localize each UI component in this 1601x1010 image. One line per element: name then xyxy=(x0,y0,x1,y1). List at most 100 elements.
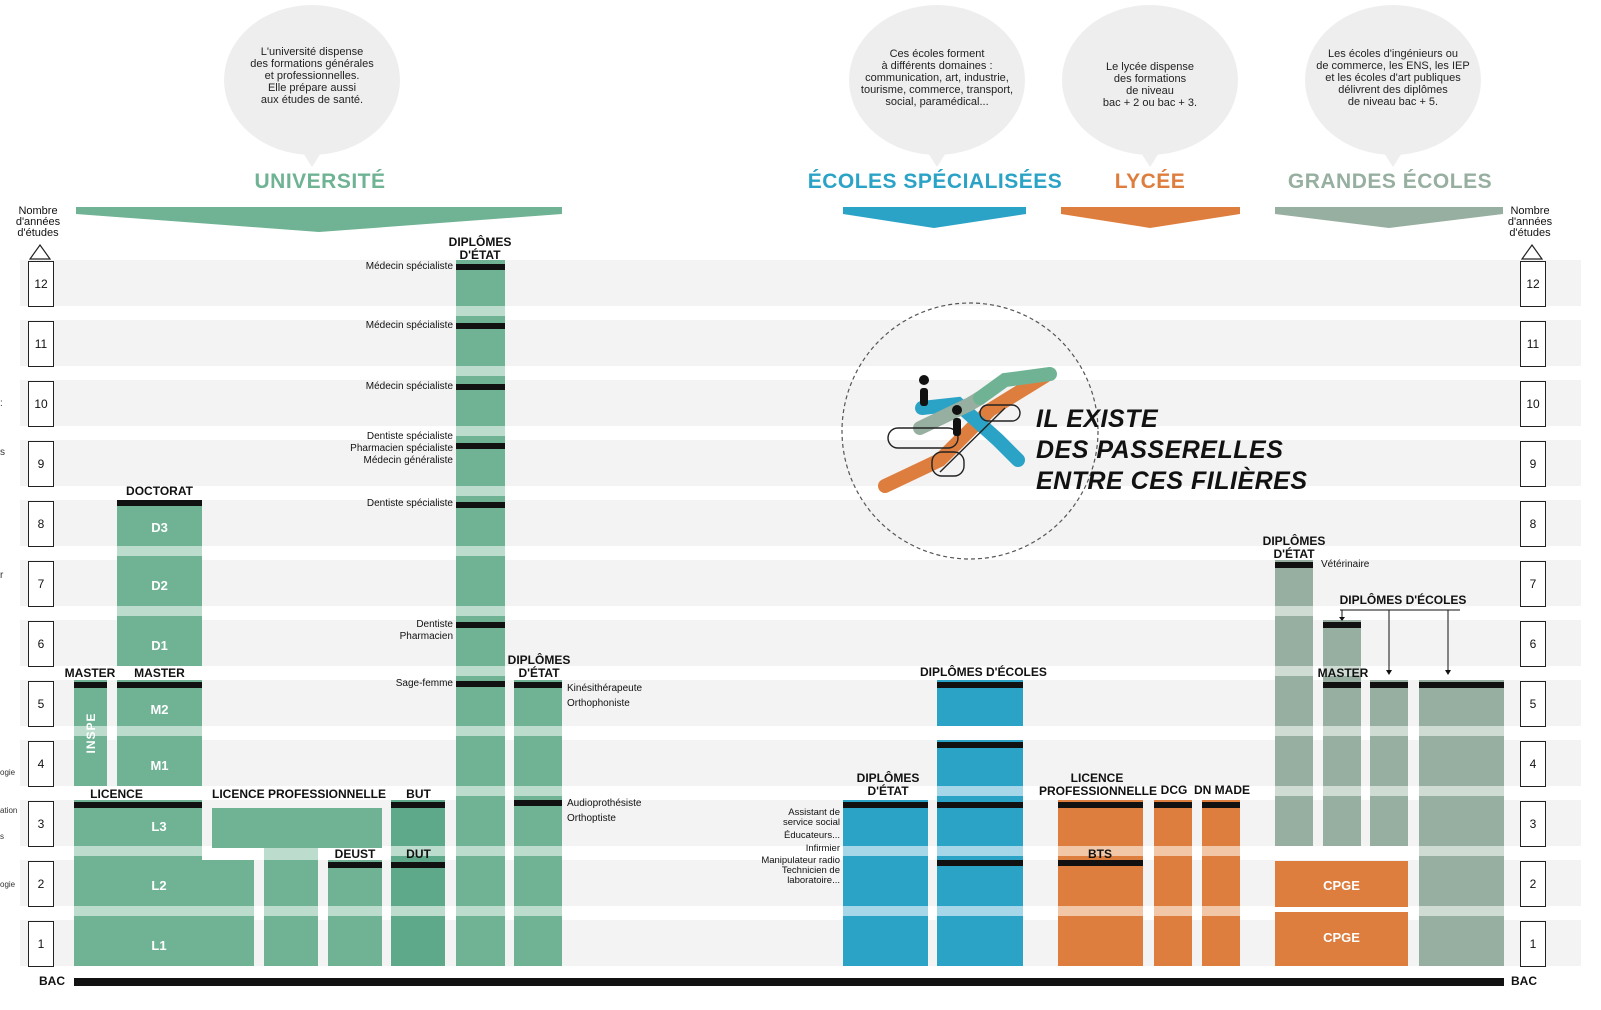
dut-tick xyxy=(391,862,445,868)
licence-pro-block xyxy=(212,808,382,848)
year-band xyxy=(20,500,1581,546)
lycee-dcg-column-separator xyxy=(1154,906,1192,916)
block-cpge-1: CPGE xyxy=(1323,929,1360,945)
annot-med-spec-1: Médecin spécialiste xyxy=(365,261,453,272)
block-l1: L1 xyxy=(151,937,167,953)
year-box-right: 5 xyxy=(1520,681,1546,727)
sante-column-separator xyxy=(456,306,505,316)
year-box-left: 12 xyxy=(28,261,54,307)
year-band xyxy=(20,260,1581,306)
but-tick xyxy=(391,802,445,808)
licence-pro-column-separator xyxy=(264,906,318,916)
lycee-dnmade-column-separator xyxy=(1202,846,1240,856)
bubble-lycee-tail xyxy=(1136,145,1164,167)
sante-column-separator xyxy=(456,366,505,376)
sante-tick xyxy=(456,384,505,390)
cropped-fragment: : xyxy=(0,398,3,409)
ge-col3-separator xyxy=(1370,786,1408,796)
year-box-right: 1 xyxy=(1520,921,1546,967)
bubble-grandes-ecoles xyxy=(1305,5,1481,155)
ecoles-diplomes-column xyxy=(937,680,1023,966)
ge-master-tick xyxy=(1323,682,1361,688)
sante-column-separator xyxy=(456,846,505,856)
sante-tick xyxy=(456,681,505,687)
sante-tick xyxy=(456,502,505,508)
ecoles-diplomes-column-separator xyxy=(937,786,1023,796)
block-d3: D3 xyxy=(151,519,168,535)
year-box-left: 5 xyxy=(28,681,54,727)
year-band xyxy=(20,560,1581,606)
bubble-universite-tail xyxy=(298,145,326,167)
bubble-grandes-ecoles-tail xyxy=(1379,145,1407,167)
deust-tick xyxy=(328,862,382,868)
label-bts: BTS xyxy=(1088,847,1112,861)
funnel-grandes-ecoles xyxy=(1275,207,1503,228)
annot-dent-spec: Dentiste spécialiste xyxy=(366,498,453,509)
but-column-separator xyxy=(391,906,445,916)
cropped-fragment: r xyxy=(0,570,4,581)
licence-column-a xyxy=(74,800,202,966)
but-column xyxy=(391,800,445,966)
category-ecoles-specialisees: ÉCOLES SPÉCIALISÉES xyxy=(807,170,1063,193)
year-box-left: 10 xyxy=(28,381,54,427)
year-band xyxy=(20,680,1581,726)
master-tick xyxy=(117,682,202,688)
year-box-right: 4 xyxy=(1520,741,1546,787)
year-band xyxy=(20,320,1581,366)
block-m2: M2 xyxy=(150,701,169,717)
paramedical-column xyxy=(514,680,562,966)
category-funnels xyxy=(76,207,1503,232)
ge-col4 xyxy=(1419,680,1504,966)
ge-etat-column-separator xyxy=(1275,786,1313,796)
category-universite: UNIVERSITÉ xyxy=(254,170,386,193)
year-box-left: 9 xyxy=(28,441,54,487)
annot-med-spec-3: Médecin spécialiste xyxy=(365,381,453,392)
ge-col4-separator xyxy=(1419,846,1504,856)
year-box-right: 6 xyxy=(1520,621,1546,667)
sante-column-separator xyxy=(456,546,505,556)
ecoles-gap xyxy=(937,726,1023,740)
funnel-universite xyxy=(76,207,562,232)
licence-tick xyxy=(74,802,202,808)
year-box-right: 3 xyxy=(1520,801,1546,847)
lycee-dcg-tick xyxy=(1154,802,1192,808)
doctorat-column xyxy=(117,500,202,666)
paramedical-column-separator xyxy=(514,906,562,916)
lycee-dnmade-tick xyxy=(1202,802,1240,808)
cropped-fragment: ogie xyxy=(0,880,16,889)
ge-col3-separator xyxy=(1370,726,1408,736)
year-box-right: 2 xyxy=(1520,861,1546,907)
paramedical-tick xyxy=(514,800,562,806)
cpge-block-2 xyxy=(1275,861,1408,907)
doctorat-tick xyxy=(117,500,202,506)
lycee-bts-tick xyxy=(1058,860,1143,866)
master-column-separator xyxy=(117,726,202,736)
year-band xyxy=(20,740,1581,786)
paramedical-column-separator xyxy=(514,846,562,856)
passerelles-illustration xyxy=(841,302,1099,560)
ge-etat-column-separator xyxy=(1275,666,1313,676)
lycee-bts-column-separator xyxy=(1058,846,1143,856)
licence-column-a-separator xyxy=(74,846,202,856)
year-box-left: 6 xyxy=(28,621,54,667)
year-box-left: 11 xyxy=(28,321,54,367)
ecoles-etat-column-separator xyxy=(843,906,928,916)
label-but: BUT xyxy=(406,787,431,801)
licence-column-a-separator xyxy=(74,906,202,916)
year-box-right: 12 xyxy=(1520,261,1546,307)
lycee-licence-tick xyxy=(1058,802,1143,808)
year-box-right: 7 xyxy=(1520,561,1546,607)
block-l3: L3 xyxy=(151,818,167,834)
block-inspe: INSPE xyxy=(84,712,98,754)
bac-label-right: BAC xyxy=(1511,974,1537,988)
bac-label-left: BAC xyxy=(39,974,65,988)
